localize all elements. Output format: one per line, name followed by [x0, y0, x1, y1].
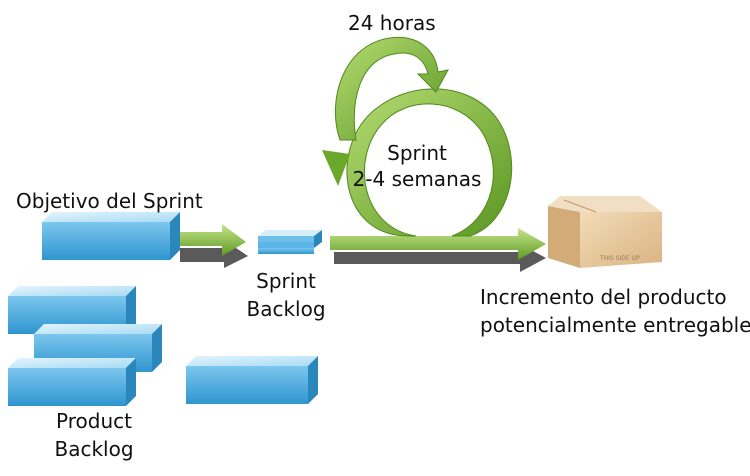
- product-backlog-label-line1: Product: [44, 408, 144, 434]
- sprint-goal-label: Objetivo del Sprint: [16, 188, 203, 214]
- goal-to-backlog-arrow: [180, 224, 248, 268]
- increment-label-line2: potencialmente entregable: [480, 312, 750, 338]
- increment-label-line1: Incremento del producto: [480, 284, 727, 310]
- box-stamp: THIS SIDE UP: [599, 255, 640, 262]
- sprint-goal-block: [42, 212, 180, 260]
- product-backlog-block: [8, 358, 136, 406]
- product-backlog-label-line2: Backlog: [44, 436, 144, 462]
- daily-label: 24 horas: [348, 10, 436, 36]
- sprint-label-line2: 2-4 semanas: [352, 166, 482, 192]
- product-increment-box: THIS SIDE UP: [548, 196, 662, 268]
- product-backlog-block: [186, 356, 318, 404]
- sprint-label-line1: Sprint: [362, 140, 472, 166]
- sprint-backlog-label-line1: Sprint: [236, 268, 336, 294]
- sprint-backlog-stack: [258, 230, 322, 254]
- sprint-backlog-label-line2: Backlog: [236, 296, 336, 322]
